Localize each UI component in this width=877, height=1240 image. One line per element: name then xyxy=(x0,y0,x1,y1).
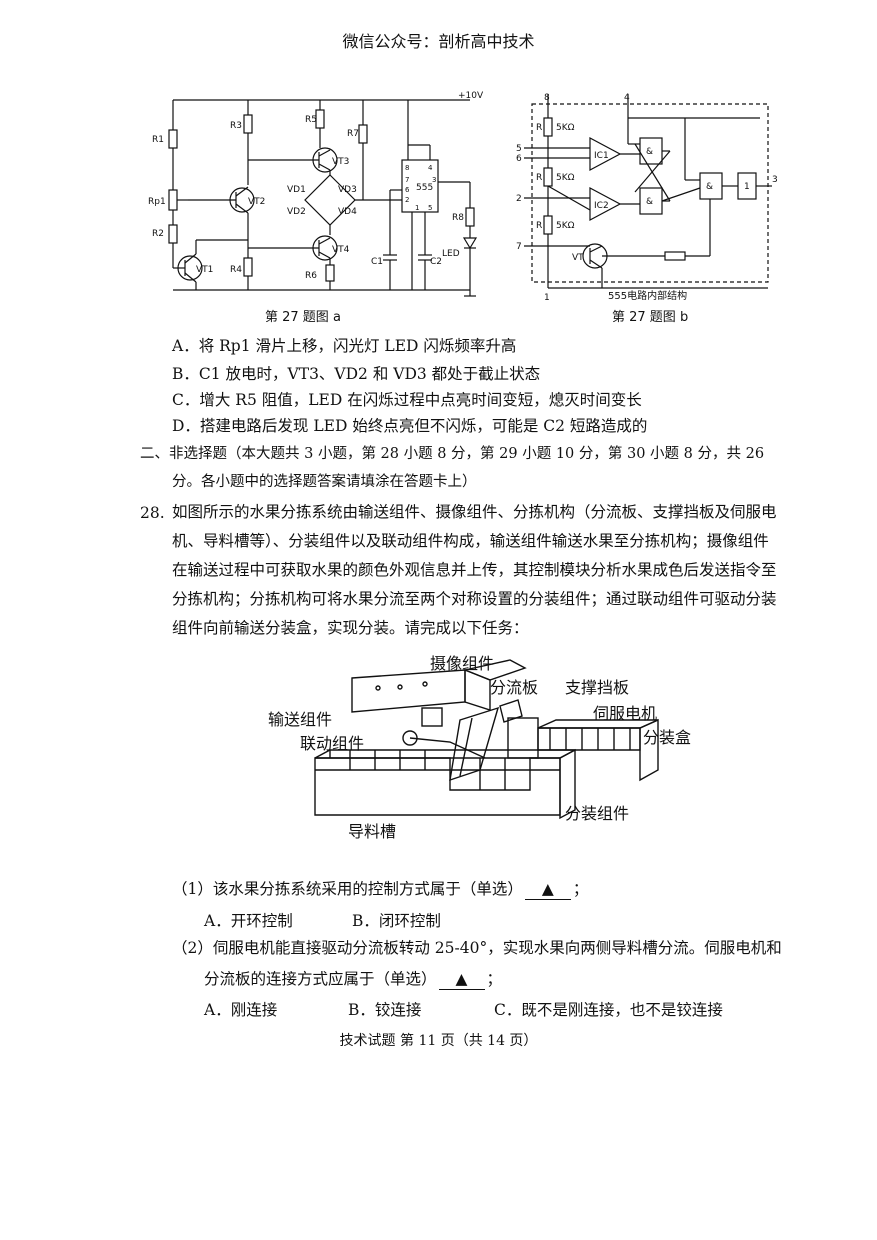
r2-label: R2 xyxy=(152,229,164,239)
r4-label: R4 xyxy=(230,265,242,275)
section2-heading-line2: 分。各小题中的选择题答案请填涂在答题卡上） xyxy=(172,474,477,490)
pin5-label: 5 xyxy=(428,204,432,212)
r6-label: R6 xyxy=(305,271,317,281)
q28-sub2-answer-blank[interactable]: ▲ xyxy=(438,969,485,990)
label-camera: 摄像组件 xyxy=(430,654,495,673)
b-and2: & xyxy=(646,197,653,207)
q28-sub2-option-c: C．既不是刚连接，也不是铰连接 xyxy=(494,1001,723,1019)
b-pin3: 3 xyxy=(772,175,778,185)
b-pin5: 5 xyxy=(516,144,522,154)
page-header: 微信公众号：剖析高中技术 xyxy=(342,32,535,51)
vcc-label: +10V xyxy=(458,91,484,101)
b-ic1: IC1 xyxy=(594,151,609,161)
q27-option-a: A．将 Rp1 滑片上移，闪光灯 LED 闪烁频率升高 xyxy=(172,337,517,355)
figure-b-title: 555电路内部结构 xyxy=(608,291,688,302)
r5-label: R5 xyxy=(305,115,317,125)
b-pin2: 2 xyxy=(516,194,522,204)
pin2-label: 2 xyxy=(405,196,409,204)
b-pin1: 1 xyxy=(544,293,550,303)
q28-text: 如图所示的水果分拣系统由输送组件、摄像组件、分拣机构（分流板、支撑挡板及伺服电机… xyxy=(172,503,777,637)
r3-label: R3 xyxy=(230,121,242,131)
fruit-sorting-machine-figure xyxy=(314,659,659,820)
b-and3: & xyxy=(706,182,713,192)
vt2-label: VT2 xyxy=(248,197,265,207)
figure-b-caption: 第 27 题图 b xyxy=(612,310,689,325)
vd2-label: VD2 xyxy=(287,207,306,217)
b-vt: VT xyxy=(572,253,584,263)
b-r3: R xyxy=(536,221,542,231)
label-diverter: 分流板 xyxy=(490,678,539,697)
r1-label: R1 xyxy=(152,135,164,145)
pin8-label: 8 xyxy=(405,164,409,172)
q28-sub1-answer-blank[interactable]: ▲ xyxy=(524,879,571,900)
b-and1: & xyxy=(646,147,653,157)
q28-sub1: （1）该水果分拣系统采用的控制方式属于（单选）▲； xyxy=(172,879,588,900)
b-pin7: 7 xyxy=(516,242,522,252)
vd3-label: VD3 xyxy=(338,185,357,195)
vt4-label: VT4 xyxy=(332,245,350,255)
led-label: LED xyxy=(442,249,460,259)
label-linkage: 联动组件 xyxy=(300,734,365,753)
q28-sub2-option-b: B．铰连接 xyxy=(348,1001,422,1019)
r7-label: R7 xyxy=(347,129,359,139)
pin4-label: 4 xyxy=(428,164,433,172)
b-r1: R xyxy=(536,123,542,133)
vt3-label: VT3 xyxy=(332,157,349,167)
r8-label: R8 xyxy=(452,213,464,223)
q28-sub2-option-a: A．刚连接 xyxy=(204,1001,278,1019)
q28-sub1-text: （1）该水果分拣系统采用的控制方式属于（单选） xyxy=(172,880,523,898)
figure-a-caption: 第 27 题图 a xyxy=(265,310,341,325)
b-res3: 5KΩ xyxy=(556,221,575,231)
b-pin4: 4 xyxy=(624,93,630,103)
rp1-label: Rp1 xyxy=(148,197,166,207)
q27-option-b: B．C1 放电时，VT3、VD2 和 VD3 都处于截止状态 xyxy=(172,365,541,383)
q27-option-c: C．增大 R5 阻值，LED 在闪烁过程中点亮时间变短，熄灭时间变长 xyxy=(172,391,642,409)
b-pin8: 8 xyxy=(544,93,550,103)
label-packing: 分装组件 xyxy=(565,804,630,823)
q28-sub2-line1: （2）伺服电机能直接驱动分流板转动 25-40°，实现水果向两侧导料槽分流。伺服… xyxy=(172,939,782,957)
page-footer: 技术试题 第 11 页（共 14 页） xyxy=(339,1033,538,1049)
pin1-label: 1 xyxy=(415,204,419,212)
q28-sub1-end: ； xyxy=(572,880,589,898)
q28-number: 28. xyxy=(140,504,165,522)
circuit-diagram-a: +10V R1 Rp1 R2 VT1 R3 VT2 R4 R5 R7 VT3 V… xyxy=(148,91,484,297)
q27-option-d: D．搭建电路后发现 LED 始终点亮但不闪烁，可能是 C2 短路造成的 xyxy=(172,417,648,435)
c2-label: C2 xyxy=(430,257,442,267)
label-support: 支撑挡板 xyxy=(565,678,630,697)
b-pin6: 6 xyxy=(516,154,522,164)
circuit-diagram-b: 8 4 5 6 2 7 1 3 R R R 5KΩ 5KΩ 5KΩ IC1 IC… xyxy=(516,93,778,303)
q28-sub1-option-b: B．闭环控制 xyxy=(352,912,441,930)
b-r2: R xyxy=(536,173,542,183)
b-res1: 5KΩ xyxy=(556,123,575,133)
label-chute: 导料槽 xyxy=(348,822,397,841)
vd4-label: VD4 xyxy=(338,207,357,217)
b-res2: 5KΩ xyxy=(556,173,575,183)
section2-heading-line1: 二、非选择题（本大题共 3 小题，第 28 小题 8 分，第 29 小题 10 … xyxy=(140,446,765,462)
c1-label: C1 xyxy=(371,257,383,267)
q28-sub2-line2: 分流板的连接方式应属于（单选）▲； xyxy=(204,969,502,990)
q28-sub2-text: 分流板的连接方式应属于（单选） xyxy=(204,970,437,988)
pin3-label: 3 xyxy=(432,176,436,184)
pin6-label: 6 xyxy=(405,186,410,194)
ic-555-label: 555 xyxy=(416,183,433,193)
b-not: 1 xyxy=(744,182,750,192)
vd1-label: VD1 xyxy=(287,185,306,195)
b-ic2: IC2 xyxy=(594,201,609,211)
q28-sub1-option-a: A．开环控制 xyxy=(204,912,293,930)
pin7-label: 7 xyxy=(405,176,409,184)
label-box: 分装盒 xyxy=(643,728,692,747)
q28-sub2-end: ； xyxy=(486,970,503,988)
label-conveyor: 输送组件 xyxy=(268,710,333,729)
vt1-label: VT1 xyxy=(196,265,213,275)
label-servo: 伺服电机 xyxy=(593,704,658,723)
